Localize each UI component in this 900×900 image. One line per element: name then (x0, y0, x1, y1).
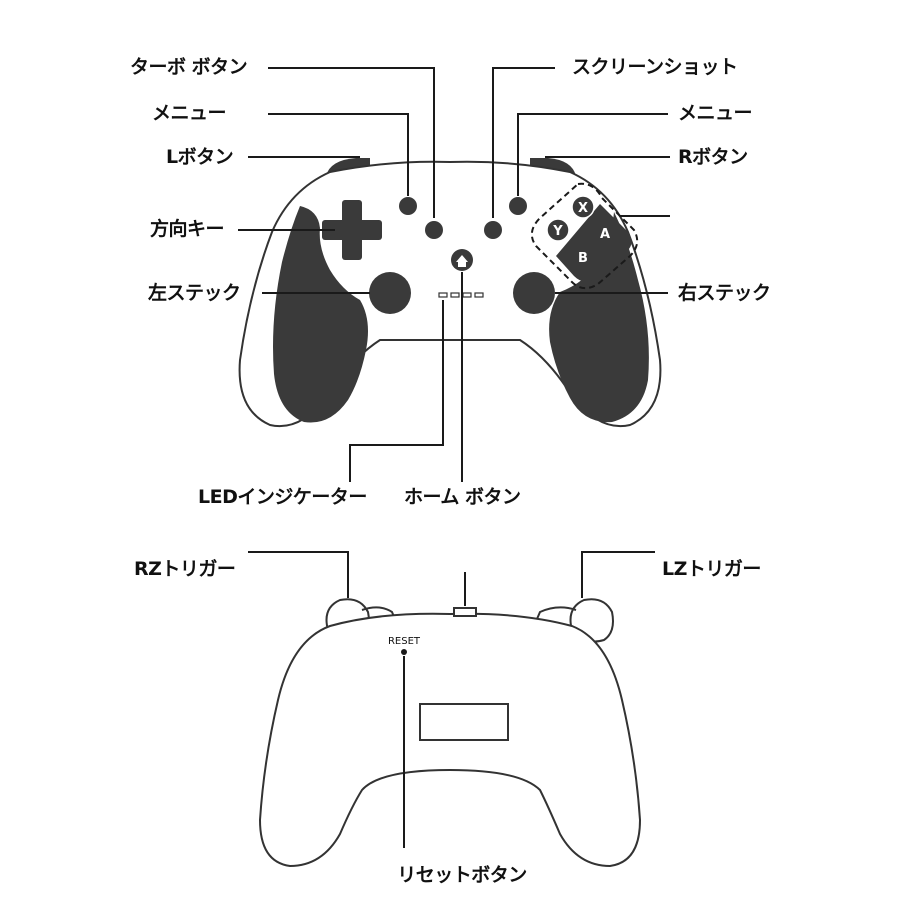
label-right-stick: 右ステック (678, 282, 771, 304)
right-stick (513, 272, 555, 314)
label-turbo-button: ターボ ボタン (130, 56, 248, 78)
back-controller (258, 598, 642, 868)
face-buttons: X Y A B (546, 195, 610, 266)
left-grip (273, 206, 368, 423)
label-screenshot-button: スクリーンショット (572, 56, 738, 78)
left-stick (369, 272, 411, 314)
right-grip (549, 212, 649, 423)
label-dpad: 方向キー (150, 218, 225, 240)
label-reset-print: RESET (387, 636, 421, 647)
back-label-panel (419, 703, 509, 741)
reset-hole (401, 649, 407, 655)
usb-port (453, 607, 477, 617)
dpad (322, 200, 382, 260)
button-y (546, 218, 570, 242)
label-l-button: Lボタン (166, 146, 234, 168)
button-b-label: B (578, 251, 588, 266)
face-buttons-dark-area (556, 204, 632, 282)
button-x-label: X (578, 201, 588, 216)
leader-screenshot (492, 67, 555, 218)
back-leader-lines (248, 551, 655, 848)
label-rz-trigger: RZトリガー (134, 558, 236, 580)
label-home-button: ホーム ボタン (404, 486, 521, 508)
label-left-stick: 左ステック (148, 282, 241, 304)
home-button (451, 249, 473, 271)
turbo-button (425, 221, 443, 239)
leader-rz (248, 551, 349, 598)
label-r-button: Rボタン (678, 146, 748, 168)
leader-led (349, 300, 444, 482)
label-menu-left: メニュー (152, 102, 227, 124)
leader-lz (581, 551, 655, 598)
label-reset-button: リセットボタン (397, 864, 527, 886)
front-leader-lines (238, 67, 670, 482)
button-y-label: Y (552, 224, 563, 239)
label-menu-right: メニュー (678, 102, 753, 124)
face-buttons-outline (530, 182, 639, 290)
label-lz-trigger: LZトリガー (662, 558, 761, 580)
menu-right-button (509, 197, 527, 215)
button-x (571, 195, 595, 219)
leader-menu-right (517, 113, 668, 196)
leader-turbo (268, 67, 435, 218)
leader-menu-left (268, 113, 409, 196)
led-indicator (438, 292, 484, 298)
screenshot-button (484, 221, 502, 239)
button-a-label: A (600, 227, 610, 242)
menu-left-button (399, 197, 417, 215)
label-led-indicator: LEDインジケーター (198, 486, 367, 508)
